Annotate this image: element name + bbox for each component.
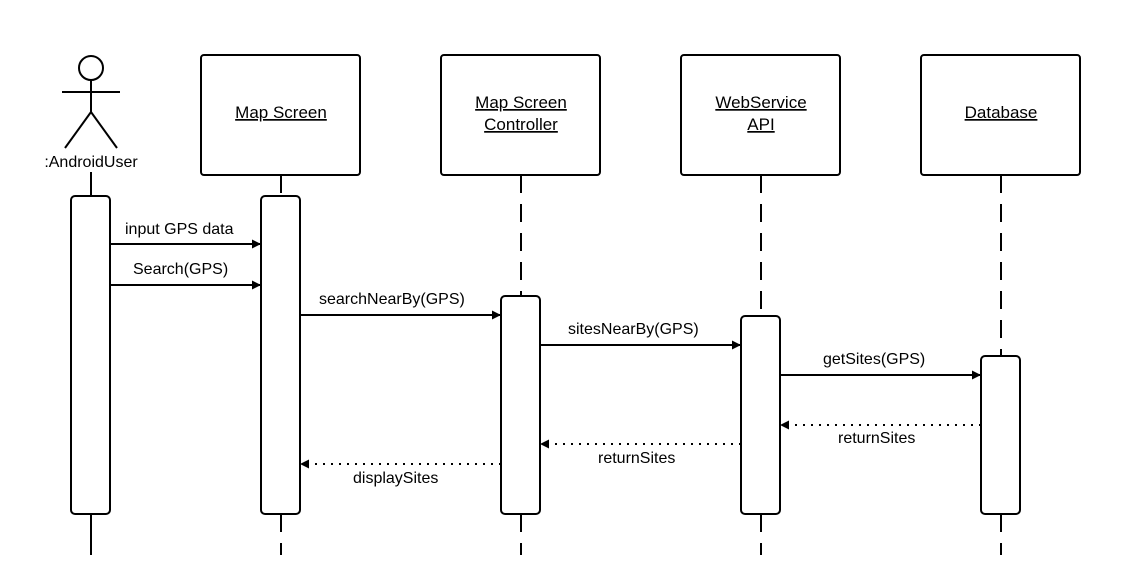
- actor-head: [78, 55, 104, 81]
- activation-webservice: [740, 315, 781, 515]
- participant-label: Map Screen: [235, 103, 327, 122]
- participant-label-line1: WebService: [715, 93, 806, 112]
- participant-map-screen: Map Screen: [200, 54, 361, 176]
- participant-map-screen-controller: Map Screen Controller: [440, 54, 601, 176]
- message-return-sites-webservice: returnSites: [540, 439, 741, 467]
- participant-label-line2: API: [747, 115, 774, 134]
- message-label: returnSites: [598, 450, 675, 467]
- participant-label-line1: Map Screen: [475, 93, 567, 112]
- activation-controller: [500, 295, 541, 515]
- activation-actor: [70, 195, 111, 515]
- lifelines: [90, 172, 1002, 555]
- actor-label: :AndroidUser: [44, 154, 138, 171]
- message-label: searchNearBy(GPS): [319, 291, 465, 308]
- message-search-gps: Search(GPS): [110, 261, 261, 290]
- message-display-sites: displaySites: [300, 459, 501, 487]
- message-sites-near-by: sitesNearBy(GPS): [540, 321, 741, 350]
- message-label: returnSites: [838, 430, 915, 447]
- message-search-near-by: searchNearBy(GPS): [300, 291, 501, 320]
- participant-database: Database: [920, 54, 1081, 176]
- participant-label-line2: Controller: [484, 115, 558, 134]
- participant-label: Database: [965, 103, 1038, 122]
- message-input-gps-data: input GPS data: [110, 221, 261, 249]
- message-label: sitesNearBy(GPS): [568, 321, 699, 338]
- message-label: Search(GPS): [133, 261, 228, 278]
- message-label: displaySites: [353, 470, 438, 487]
- actor-android-user: :AndroidUser: [44, 55, 138, 171]
- message-get-sites: getSites(GPS): [780, 351, 981, 380]
- activation-database: [980, 355, 1021, 515]
- activation-map-screen: [260, 195, 301, 515]
- participant-webservice-api: WebService API: [680, 54, 841, 176]
- message-return-sites-database: returnSites: [780, 420, 981, 447]
- message-label: getSites(GPS): [823, 351, 925, 368]
- message-label: input GPS data: [125, 221, 234, 238]
